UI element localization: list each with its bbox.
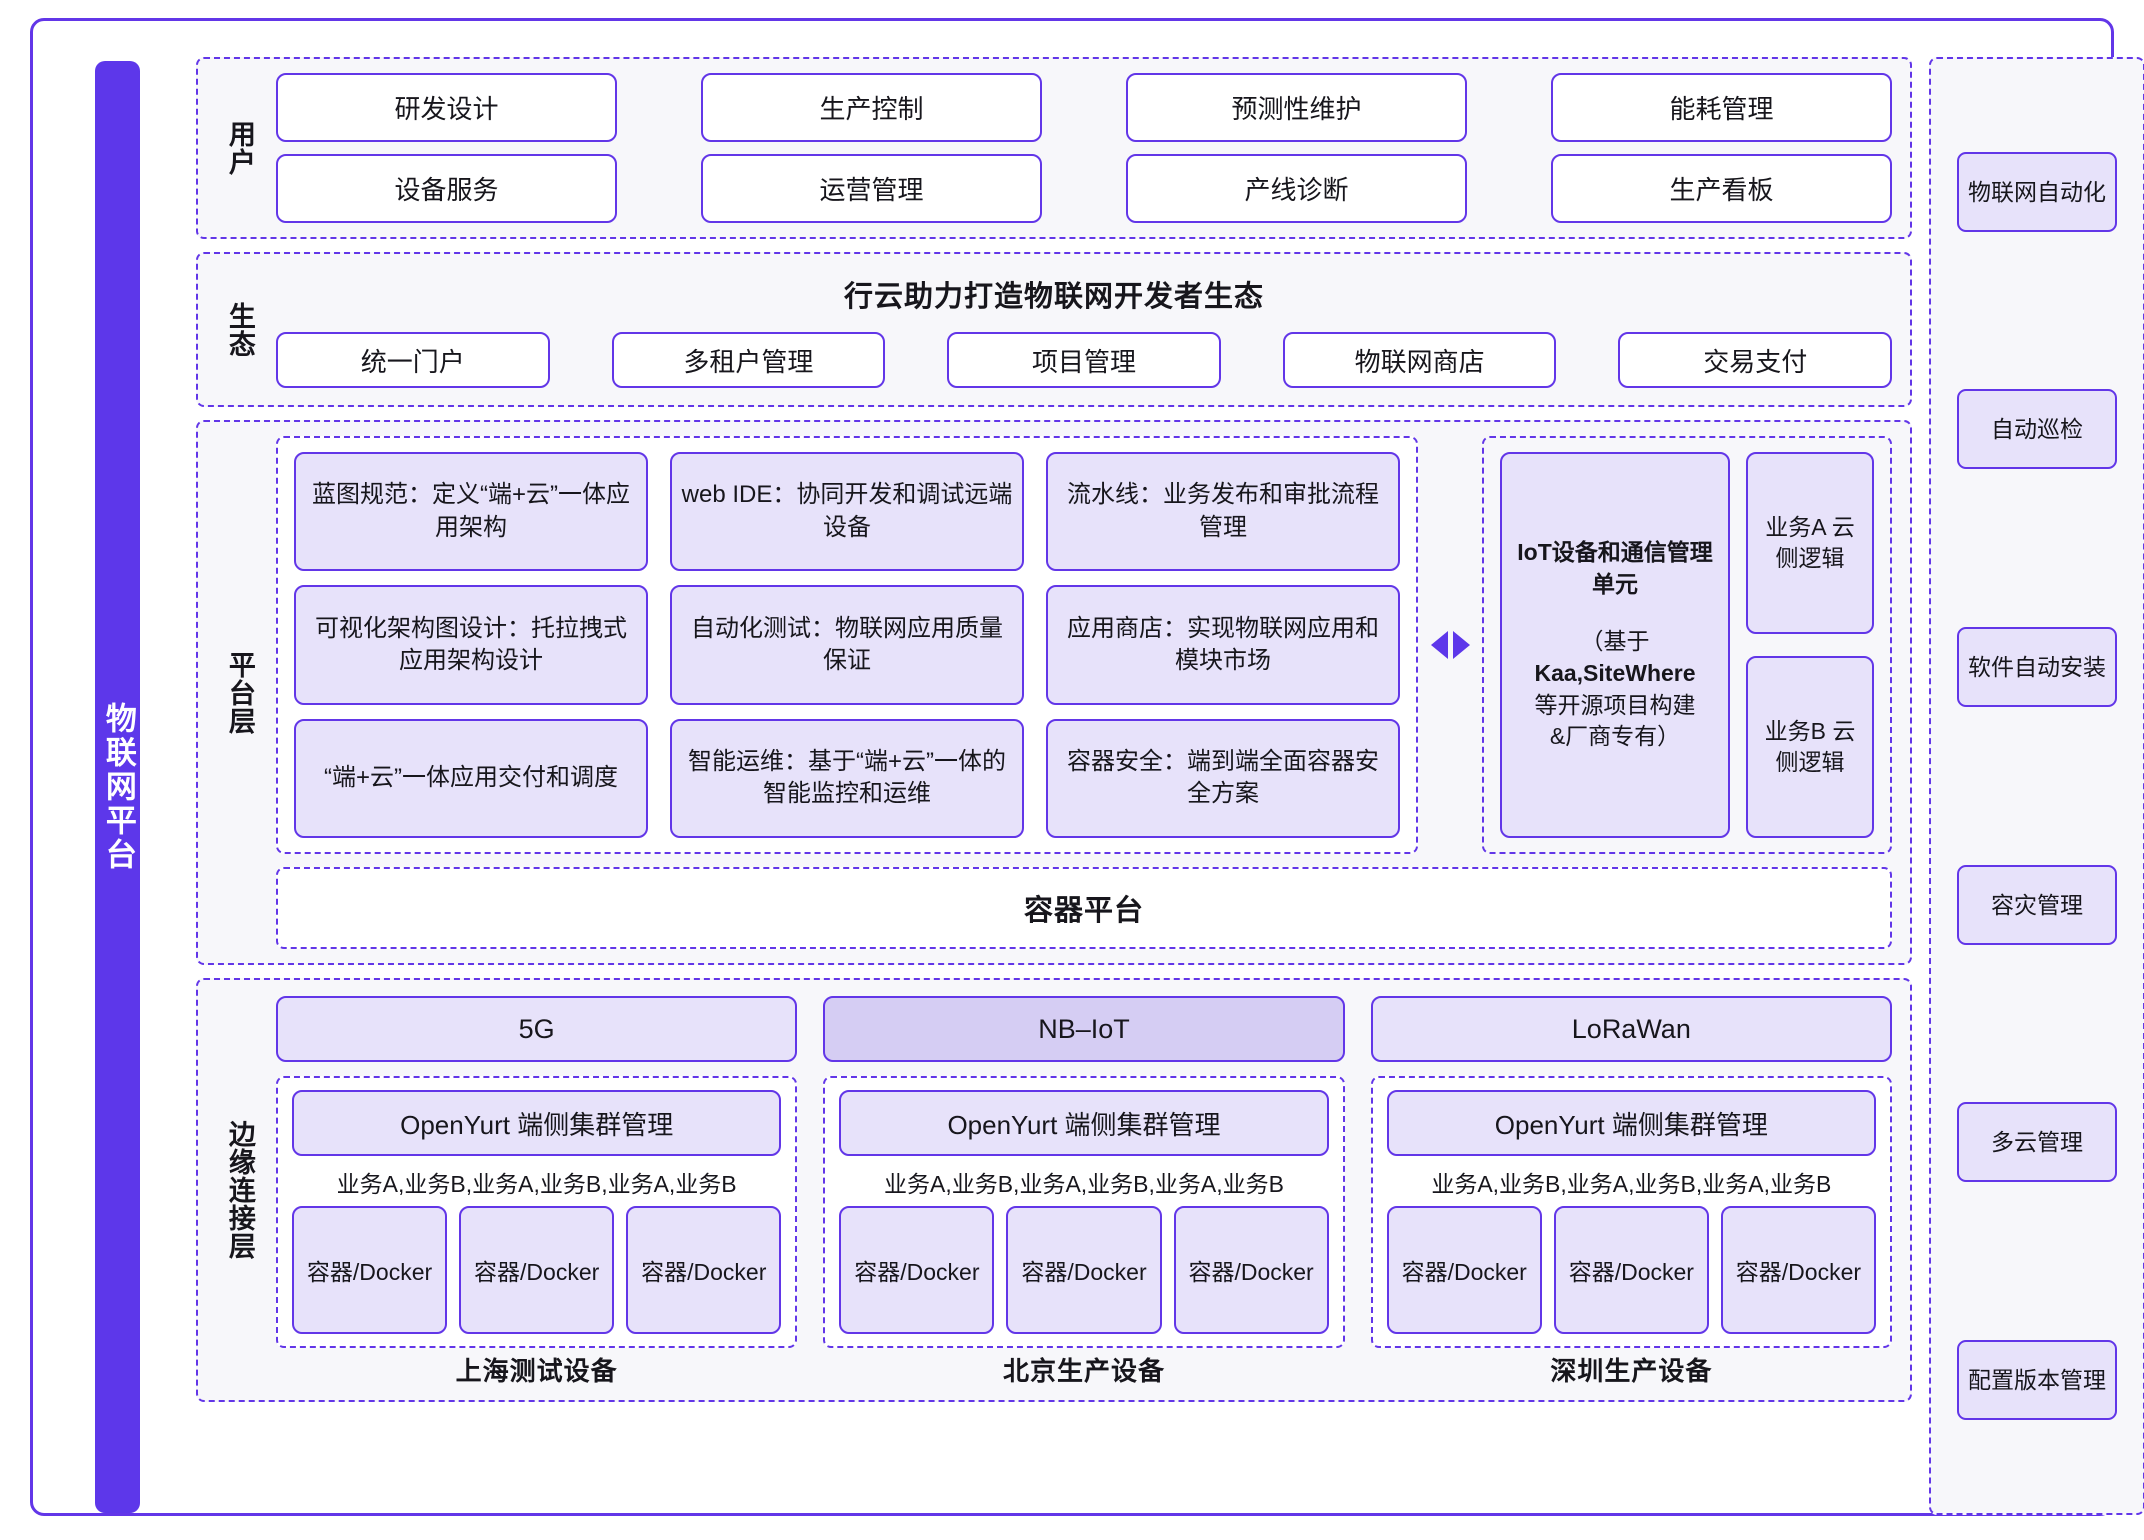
outer-frame: 物联网平台 用户 研发设计 生产控制 预测性维护 能耗管理 设备服务 运营管理 … (30, 18, 2144, 1516)
platform-layer-label-wrap: 平台层 (216, 422, 262, 963)
cloud-logic-b[interactable]: 业务B 云侧逻辑 (1746, 656, 1874, 838)
iot-platform-sidebar: 物联网平台 (95, 61, 140, 1513)
platform-capability-1[interactable]: web IDE：协同开发和调试远端设备 (670, 452, 1024, 572)
eco-layer-label-wrap: 生态 (216, 254, 262, 405)
eco-item-2[interactable]: 项目管理 (947, 332, 1221, 388)
platform-capability-5[interactable]: 应用商店：实现物联网应用和模块市场 (1046, 585, 1400, 705)
docker-chip-1-1[interactable]: 容器/Docker (1006, 1206, 1162, 1334)
ops-item-2[interactable]: 软件自动安装 (1957, 627, 2117, 708)
bidirectional-arrow-icon (1418, 436, 1482, 854)
platform-capability-0[interactable]: 蓝图规范：定义“端+云”一体应用架构 (294, 452, 648, 572)
arrow-right-triangle-icon (1452, 631, 1470, 659)
platform-capability-3[interactable]: 可视化架构图设计：托拉拽式应用架构设计 (294, 585, 648, 705)
user-item-5[interactable]: 运营管理 (701, 154, 1042, 223)
sidebar-vertical-label: 物联网平台 (100, 702, 136, 872)
eco-layer-title: 行云助力打造物联网开发者生态 (843, 281, 1264, 313)
iot-unit-title: IoT设备和通信管理单元 (1517, 538, 1713, 597)
iot-unit-note-line2: Kaa,SiteWhere (1534, 660, 1696, 686)
docker-chip-1-0[interactable]: 容器/Docker (839, 1206, 995, 1334)
container-platform-bar[interactable]: 容器平台 (276, 867, 1892, 949)
cloud-logic-column: 业务A 云侧逻辑 业务B 云侧逻辑 (1746, 452, 1874, 838)
user-layer-label: 用户 (224, 120, 255, 176)
edge-columns: 5G OpenYurt 端侧集群管理 业务A,业务B,业务A,业务B,业务A,业… (276, 996, 1892, 1390)
eco-layer-row: 统一门户 多租户管理 项目管理 物联网商店 交易支付 (276, 332, 1892, 388)
device-caption-1: 北京生产设备 (1002, 1355, 1165, 1386)
platform-layer-inner: 蓝图规范：定义“端+云”一体应用架构 web IDE：协同开发和调试远端设备 流… (276, 436, 1892, 949)
network-chip-lorawan[interactable]: LoRaWan (1370, 996, 1892, 1062)
edge-column-shenzhen: LoRaWan OpenYurt 端侧集群管理 业务A,业务B,业务A,业务B,… (1370, 996, 1892, 1390)
user-item-6[interactable]: 产线诊断 (1126, 154, 1467, 223)
docker-chip-2-1[interactable]: 容器/Docker (1553, 1206, 1709, 1334)
cloud-logic-a[interactable]: 业务A 云侧逻辑 (1746, 452, 1874, 634)
eco-item-4[interactable]: 交易支付 (1618, 332, 1892, 388)
docker-chip-2-0[interactable]: 容器/Docker (1386, 1206, 1542, 1334)
user-item-3[interactable]: 能耗管理 (1551, 73, 1892, 142)
device-box-beijing: OpenYurt 端侧集群管理 业务A,业务B,业务A,业务B,业务A,业务B … (823, 1076, 1345, 1348)
iot-unit-note-line4: &厂商专有） (1549, 723, 1681, 750)
openyurt-chip-0[interactable]: OpenYurt 端侧集群管理 (292, 1090, 782, 1156)
user-item-0[interactable]: 研发设计 (276, 73, 617, 142)
edge-layer-band: 边缘连接层 5G OpenYurt 端侧集群管理 业务A,业务B,业务A,业务B… (196, 978, 1912, 1402)
edge-layer-label: 边缘连接层 (224, 1120, 255, 1260)
user-item-1[interactable]: 生产控制 (701, 73, 1042, 142)
docker-chip-0-2[interactable]: 容器/Docker (626, 1206, 782, 1334)
docker-chip-1-2[interactable]: 容器/Docker (1173, 1206, 1329, 1334)
platform-capability-6[interactable]: “端+云”一体应用交付和调度 (294, 718, 648, 838)
eco-item-0[interactable]: 统一门户 (276, 332, 550, 388)
platform-iot-section: IoT设备和通信管理单元 （基于 Kaa,SiteWhere 等开源项目构建 &… (1482, 436, 1892, 854)
platform-capability-4[interactable]: 自动化测试：物联网应用质量保证 (670, 585, 1024, 705)
platform-layer-label: 平台层 (224, 650, 255, 735)
user-layer-label-wrap: 用户 (216, 59, 262, 237)
ops-item-4[interactable]: 多云管理 (1957, 1102, 2117, 1183)
device-box-shanghai: OpenYurt 端侧集群管理 业务A,业务B,业务A,业务B,业务A,业务B … (276, 1076, 798, 1348)
edge-column-beijing: NB–IoT OpenYurt 端侧集群管理 业务A,业务B,业务A,业务B,业… (823, 996, 1345, 1390)
device-box-shenzhen: OpenYurt 端侧集群管理 业务A,业务B,业务A,业务B,业务A,业务B … (1370, 1076, 1892, 1348)
user-item-4[interactable]: 设备服务 (276, 154, 617, 223)
ecosystem-layer-band: 生态 行云助力打造物联网开发者生态 统一门户 多租户管理 项目管理 物联网商店 … (196, 252, 1912, 407)
ops-item-5[interactable]: 配置版本管理 (1957, 1340, 2117, 1421)
platform-capability-7[interactable]: 智能运维：基于“端+云”一体的智能监控和运维 (670, 718, 1024, 838)
ops-item-0[interactable]: 物联网自动化 (1957, 151, 2117, 232)
platform-top-row: 蓝图规范：定义“端+云”一体应用架构 web IDE：协同开发和调试远端设备 流… (276, 436, 1892, 854)
docker-chip-2-2[interactable]: 容器/Docker (1720, 1206, 1876, 1334)
services-line-0: 业务A,业务B,业务A,业务B,业务A,业务B (336, 1171, 737, 1197)
platform-capabilities-grid: 蓝图规范：定义“端+云”一体应用架构 web IDE：协同开发和调试远端设备 流… (276, 436, 1418, 854)
iot-unit-note-line3: 等开源项目构建 (1534, 691, 1696, 718)
iot-management-unit[interactable]: IoT设备和通信管理单元 （基于 Kaa,SiteWhere 等开源项目构建 &… (1500, 452, 1730, 838)
center-column: 用户 研发设计 生产控制 预测性维护 能耗管理 设备服务 运营管理 产线诊断 生… (196, 57, 1912, 1515)
edge-layer-label-wrap: 边缘连接层 (216, 980, 262, 1400)
docker-chip-0-0[interactable]: 容器/Docker (292, 1206, 448, 1334)
platform-capability-8[interactable]: 容器安全：端到端全面容器安全方案 (1046, 718, 1400, 838)
docker-row-0: 容器/Docker 容器/Docker 容器/Docker (292, 1206, 782, 1334)
services-line-1: 业务A,业务B,业务A,业务B,业务A,业务B (883, 1171, 1284, 1197)
edge-column-shanghai: 5G OpenYurt 端侧集群管理 业务A,业务B,业务A,业务B,业务A,业… (276, 996, 798, 1390)
user-layer-band: 用户 研发设计 生产控制 预测性维护 能耗管理 设备服务 运营管理 产线诊断 生… (196, 57, 1912, 239)
services-line-2: 业务A,业务B,业务A,业务B,业务A,业务B (1431, 1171, 1832, 1197)
eco-layer-label: 生态 (224, 301, 255, 358)
openyurt-chip-1[interactable]: OpenYurt 端侧集群管理 (839, 1090, 1329, 1156)
user-item-2[interactable]: 预测性维护 (1126, 73, 1467, 142)
network-chip-5g[interactable]: 5G (276, 996, 798, 1062)
platform-capability-2[interactable]: 流水线：业务发布和审批流程管理 (1046, 452, 1400, 572)
ops-capabilities-column: 物联网自动化 自动巡检 软件自动安装 容灾管理 多云管理 配置版本管理 (1929, 57, 2144, 1515)
ops-item-3[interactable]: 容灾管理 (1957, 864, 2117, 945)
docker-row-2: 容器/Docker 容器/Docker 容器/Docker (1386, 1206, 1876, 1334)
ops-item-1[interactable]: 自动巡检 (1957, 389, 2117, 470)
user-item-7[interactable]: 生产看板 (1551, 154, 1892, 223)
platform-layer-band: 平台层 蓝图规范：定义“端+云”一体应用架构 web IDE：协同开发和调试远端… (196, 420, 1912, 965)
docker-row-1: 容器/Docker 容器/Docker 容器/Docker (839, 1206, 1329, 1334)
eco-item-1[interactable]: 多租户管理 (611, 332, 886, 388)
arrow-left-triangle-icon (1430, 631, 1448, 659)
user-layer-grid: 研发设计 生产控制 预测性维护 能耗管理 设备服务 运营管理 产线诊断 生产看板 (276, 73, 1892, 223)
eco-item-3[interactable]: 物联网商店 (1282, 332, 1557, 388)
network-chip-nbiot[interactable]: NB–IoT (823, 996, 1345, 1062)
device-caption-0: 上海测试设备 (455, 1355, 618, 1386)
device-caption-2: 深圳生产设备 (1550, 1355, 1713, 1386)
docker-chip-0-1[interactable]: 容器/Docker (459, 1206, 615, 1334)
openyurt-chip-2[interactable]: OpenYurt 端侧集群管理 (1386, 1090, 1876, 1156)
iot-unit-note-line1: （基于 (1580, 628, 1650, 655)
